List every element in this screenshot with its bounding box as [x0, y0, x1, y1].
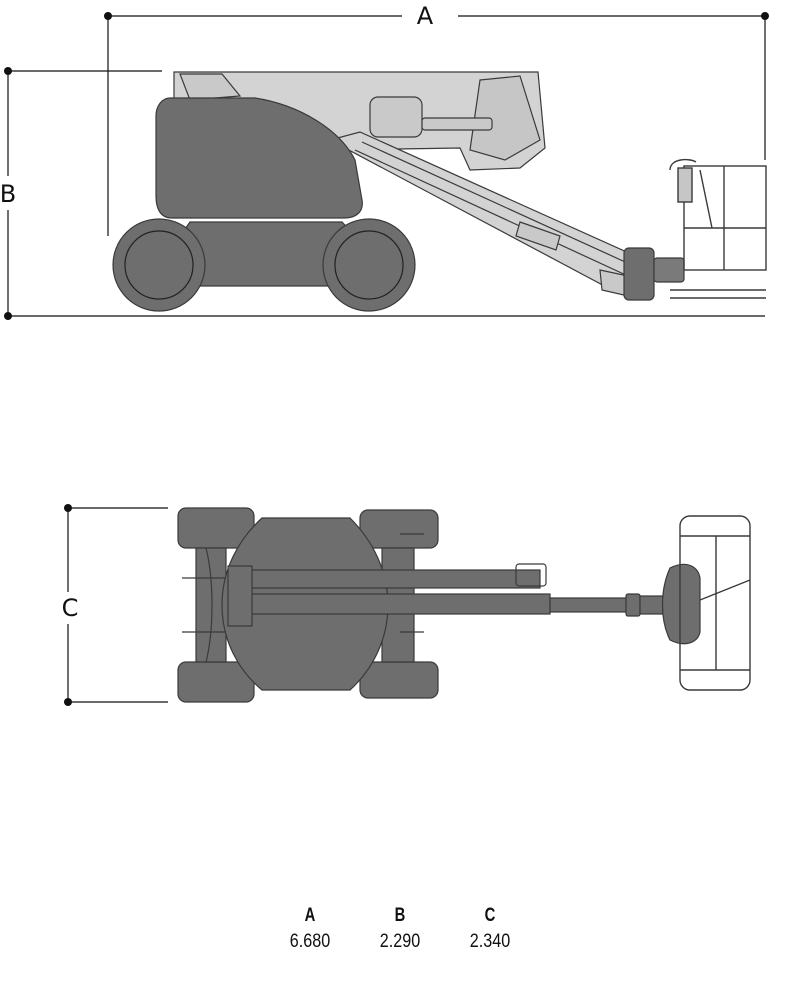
top-rails: [182, 533, 424, 663]
dimension-label-b: B: [0, 180, 16, 208]
dimension-a: [104, 12, 769, 236]
spec-value: 2.340: [469, 931, 511, 952]
spec-key: A: [304, 905, 316, 926]
spec-table: A 6.680 B 2.290 C 2.340: [270, 903, 530, 955]
dimension-c: [64, 504, 168, 706]
jib-rotator: [623, 247, 685, 301]
dimension-label-c: C: [62, 594, 79, 622]
top-basket: [679, 515, 751, 691]
upper-boom: [173, 71, 546, 171]
top-platform-rotator: [661, 563, 701, 645]
front-wheel: [322, 218, 416, 312]
spec-key: B: [394, 905, 406, 926]
spec-column-c: C 2.340: [450, 903, 530, 955]
platform-basket: [669, 158, 767, 299]
dimension-label-a: A: [417, 2, 434, 30]
turret: [155, 97, 363, 219]
top-tires: [177, 507, 439, 703]
side-view: [112, 71, 767, 312]
spec-value: 6.680: [289, 931, 331, 952]
spec-column-b: B 2.290: [360, 903, 440, 955]
rear-wheel: [112, 218, 206, 312]
dimension-b: [4, 67, 765, 320]
spec-column-a: A 6.680: [270, 903, 350, 955]
lower-boom: [328, 131, 641, 297]
top-view: [177, 507, 751, 703]
top-boom: [227, 563, 667, 627]
spec-key: C: [484, 905, 496, 926]
spec-value: 2.290: [379, 931, 421, 952]
